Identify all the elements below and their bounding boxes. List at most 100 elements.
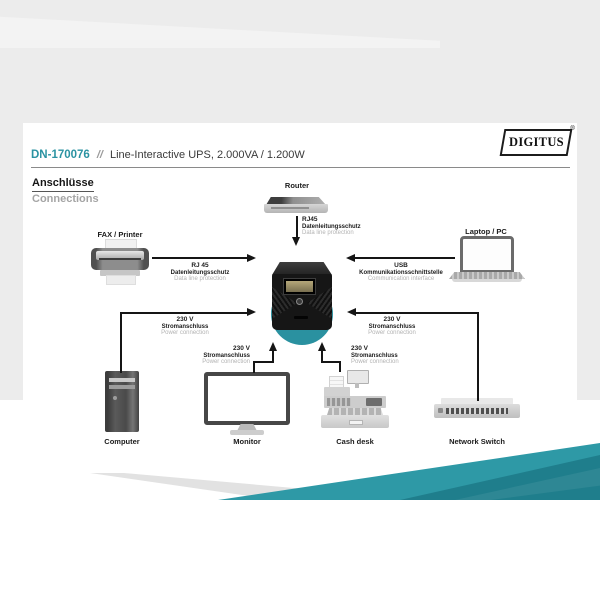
- port-name: RJ45: [302, 216, 318, 223]
- computer-drive-bay: [109, 378, 135, 382]
- port-name: 230 V: [383, 316, 401, 323]
- arrow-computer-vertical-line: [120, 313, 122, 373]
- product-header: DN-170076 // Line-Interactive UPS, 2.000…: [31, 149, 305, 161]
- printer-paper-output: [106, 275, 136, 285]
- fax-printer-icon: [91, 239, 149, 285]
- router-icon: [264, 197, 328, 214]
- printer-output-slit: [99, 258, 141, 260]
- section-title-en: Connections: [32, 193, 99, 205]
- arrow-laptop-to-ups-head: [346, 254, 355, 262]
- cash-register-operator-screen: [366, 398, 382, 406]
- ups-device-icon: [272, 274, 332, 330]
- connection-label-en: Data line protection: [302, 230, 354, 237]
- arrow-fax-to-ups-line: [152, 257, 248, 259]
- laptop-base: [452, 279, 522, 282]
- digitus-logo: DIGITUS ®: [499, 126, 574, 156]
- arrow-monitor-stem-line: [253, 361, 255, 373]
- arrow-monitor-vertical-line: [272, 350, 274, 363]
- laptop-screen: [460, 236, 514, 273]
- cash-register-drawer-slot: [349, 420, 363, 425]
- section-title-de: Anschlüsse: [32, 177, 94, 192]
- switch-top-face: [441, 398, 513, 406]
- arrow-computer-to-ups-head: [247, 308, 256, 316]
- connection-label-de: Stromanschluss: [161, 323, 209, 330]
- laptop-icon: [449, 236, 525, 282]
- switch-ports: [446, 408, 508, 414]
- arrow-cashdesk-jog-line: [321, 361, 341, 363]
- header-divider: [31, 167, 570, 168]
- port-name: 230 V: [351, 345, 368, 352]
- arrow-monitor-to-ups-head: [269, 342, 277, 351]
- connection-label-en: Power connection: [368, 330, 416, 337]
- cash-register-display: [347, 370, 369, 384]
- cash-register-key-row: [327, 408, 383, 415]
- header-separator: //: [96, 149, 103, 161]
- connection-label-de: Kommunikationsschnittstelle: [359, 269, 443, 276]
- monitor-icon: [204, 372, 290, 435]
- arrow-router-to-ups-line: [296, 216, 298, 238]
- port-name: RJ 45: [191, 262, 209, 269]
- connection-label-en: Power connection: [161, 330, 209, 337]
- connection-label-en: Communication interface: [367, 276, 435, 283]
- digitus-logo-text: DIGITUS: [508, 135, 564, 149]
- arrow-fax-to-ups-head: [247, 254, 256, 262]
- ups-outlet-slot: [294, 316, 308, 319]
- connection-label-de: Stromanschluss: [368, 323, 416, 330]
- ups-lcd-display: [283, 278, 316, 295]
- monitor-screen: [204, 372, 290, 425]
- ups-power-button: [296, 298, 303, 305]
- router-top-face: [266, 197, 326, 205]
- arrow-cashdesk-to-ups-head: [318, 342, 326, 351]
- port-name: USB: [394, 262, 408, 269]
- switch-led: [438, 408, 443, 413]
- cash-register-icon: [321, 370, 389, 432]
- computer-power-button: [113, 396, 117, 400]
- connection-label-en: Power connection: [202, 359, 250, 366]
- port-name: 230 V: [176, 316, 194, 323]
- port-name: 230 V: [233, 345, 250, 352]
- connection-label-en: Power connection: [351, 359, 399, 366]
- computer-tower-icon: [105, 371, 139, 432]
- connection-label-cash-desk: 230 V Stromanschluss Power connection: [351, 345, 423, 366]
- arrow-computer-horizontal-line: [120, 312, 248, 314]
- device-label-monitor: Monitor: [233, 437, 261, 446]
- arrow-cashdesk-vertical-line: [321, 350, 323, 363]
- ups-top-face: [272, 262, 332, 275]
- laptop-keyboard: [449, 272, 525, 279]
- arrow-monitor-jog-line: [253, 361, 274, 363]
- device-label-network-switch: Network Switch: [449, 437, 505, 446]
- connection-label-en: Data line protection: [174, 276, 226, 283]
- monitor-base: [230, 430, 264, 435]
- monitor-stand: [237, 424, 257, 431]
- device-label-computer: Computer: [104, 437, 140, 446]
- network-switch-icon: [434, 398, 520, 420]
- device-label-router: Router: [284, 181, 310, 190]
- connection-label-laptop: USB Kommunikationsschnittstelle Communic…: [356, 262, 446, 283]
- arrow-switch-vertical-line: [477, 313, 479, 401]
- arrow-laptop-to-ups-line: [355, 257, 455, 259]
- arrow-cashdesk-stem-line: [339, 361, 341, 372]
- device-label-cash-desk: Cash desk: [336, 437, 374, 446]
- connection-label-de: Stromanschluss: [203, 352, 250, 359]
- cash-register-display-pole: [355, 383, 359, 388]
- product-sku: DN-170076: [31, 149, 90, 161]
- arrow-switch-horizontal-line: [356, 312, 479, 314]
- connection-label-de: Datenleitungsschutz: [170, 269, 230, 276]
- router-vent-slot: [271, 207, 309, 209]
- product-title: Line-Interactive UPS, 2.000VA / 1.200W: [109, 149, 305, 161]
- connection-label-fax-printer: RJ 45 Datenleitungsschutz Data line prot…: [158, 262, 242, 283]
- device-label-fax-printer: FAX / Printer: [97, 230, 143, 239]
- connection-label-network-switch: 230 V Stromanschluss Power connection: [350, 316, 434, 337]
- arrow-switch-to-ups-head: [347, 308, 356, 316]
- connection-label-monitor: 230 V Stromanschluss Power connection: [178, 345, 250, 366]
- connection-label-de: Stromanschluss: [351, 352, 398, 359]
- cash-register-keypad: [327, 398, 351, 406]
- printer-tray: [100, 270, 140, 276]
- printer-panel: [96, 251, 144, 260]
- device-label-laptop: Laptop / PC: [465, 227, 507, 236]
- computer-drive-bay: [109, 385, 135, 389]
- connection-label-computer: 230 V Stromanschluss Power connection: [143, 316, 227, 337]
- arrow-router-to-ups-head: [292, 237, 300, 246]
- connection-label-router: RJ45 Datenleitungsschutz Data line prote…: [302, 216, 382, 237]
